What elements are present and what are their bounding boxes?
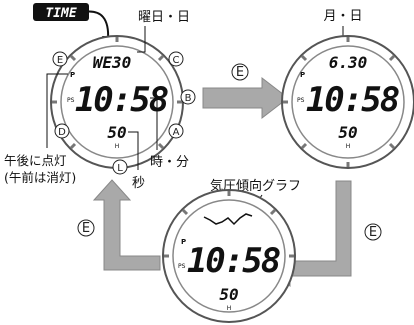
watch-1-button-l	[112, 159, 128, 175]
watch-1-time: 10:58	[75, 80, 168, 120]
watch-1-button-c-label: C	[173, 55, 180, 66]
arrow-right-button-ring	[231, 63, 249, 81]
watch-3-bezel-notches	[164, 191, 294, 258]
watch-3-pm-mark: P	[181, 238, 186, 246]
watch-3-seconds: 50	[219, 285, 238, 304]
watch-2-bezel-inner	[291, 45, 405, 159]
watch-2-seconds: 50	[338, 123, 357, 142]
watch-1-button-b	[180, 89, 196, 105]
watch-1-seconds-unit: H	[115, 143, 120, 150]
arrow-right	[202, 76, 289, 120]
leader-hour-minute	[150, 97, 158, 150]
watch-3-bezel-inner	[172, 199, 286, 313]
arrow-left-button-ring	[77, 219, 95, 237]
mode-badge	[33, 3, 89, 21]
leader-day-date	[137, 26, 146, 53]
watch-1-button-d-label: D	[58, 127, 66, 138]
leader-pm	[46, 73, 68, 148]
watch-3: 気圧傾向グラフ P PS 10:58 50 H	[162, 178, 301, 323]
watch-1-button-e-label: E	[57, 55, 63, 66]
watch-3-time: 10:58	[187, 241, 280, 281]
leader-seconds	[128, 131, 139, 170]
label-hour-minute: 時・分	[150, 155, 189, 170]
watch-2: 月・日 6.30 P PS 10:58 50 H	[281, 9, 414, 169]
watch-1-button-c	[168, 51, 184, 67]
label-seconds: 秒	[132, 176, 145, 191]
watch-1-button-l-label: L	[117, 163, 123, 174]
arrow-down-button-ring	[364, 223, 382, 241]
watch-1-bezel-inner	[60, 45, 174, 159]
watch-2-time: 10:58	[306, 80, 399, 120]
mode-badge-arrow	[83, 10, 110, 41]
watch-2-pm-mark: P	[300, 71, 305, 79]
watch-3-ps-mark: PS	[178, 263, 186, 270]
watch-1-button-b-label: B	[185, 93, 192, 104]
watch-3-seconds-unit: H	[227, 305, 232, 312]
arrow-left-button-label: E	[82, 221, 90, 236]
label-day-of-week-date: 曜日・日	[138, 10, 190, 25]
arrow-down-button-label: E	[369, 225, 377, 240]
label-am-indicator: (午前は消灯)	[4, 170, 76, 185]
watch-2-month-date: 6.30	[329, 53, 368, 72]
label-pm-indicator: 午後に点灯	[4, 153, 67, 168]
arrow-left-up	[92, 179, 161, 271]
watch-2-ps-mark: PS	[297, 97, 305, 104]
arrow-right-button-label: E	[236, 65, 244, 80]
watch-1-ps-mark: PS	[67, 97, 75, 104]
watch-2-bezel-notches	[283, 37, 396, 167]
watch-1-seconds: 50	[107, 123, 126, 142]
watch-1-button-a	[168, 123, 184, 139]
watch-1-button-e	[52, 51, 68, 67]
watch-1-button-a-label: A	[173, 127, 180, 138]
watch-1: TIME WE30 P PS 10:58 50 H E C B	[4, 3, 196, 191]
watch-1-button-d	[54, 123, 70, 139]
watch-1-day-date: WE30	[93, 53, 132, 72]
label-month-day: 月・日	[323, 9, 362, 24]
mode-badge-text: TIME	[45, 6, 76, 21]
watch-2-seconds-unit: H	[346, 143, 351, 150]
watch-3-pressure-graph	[203, 213, 253, 226]
watch-1-pm-mark: P	[70, 71, 75, 79]
